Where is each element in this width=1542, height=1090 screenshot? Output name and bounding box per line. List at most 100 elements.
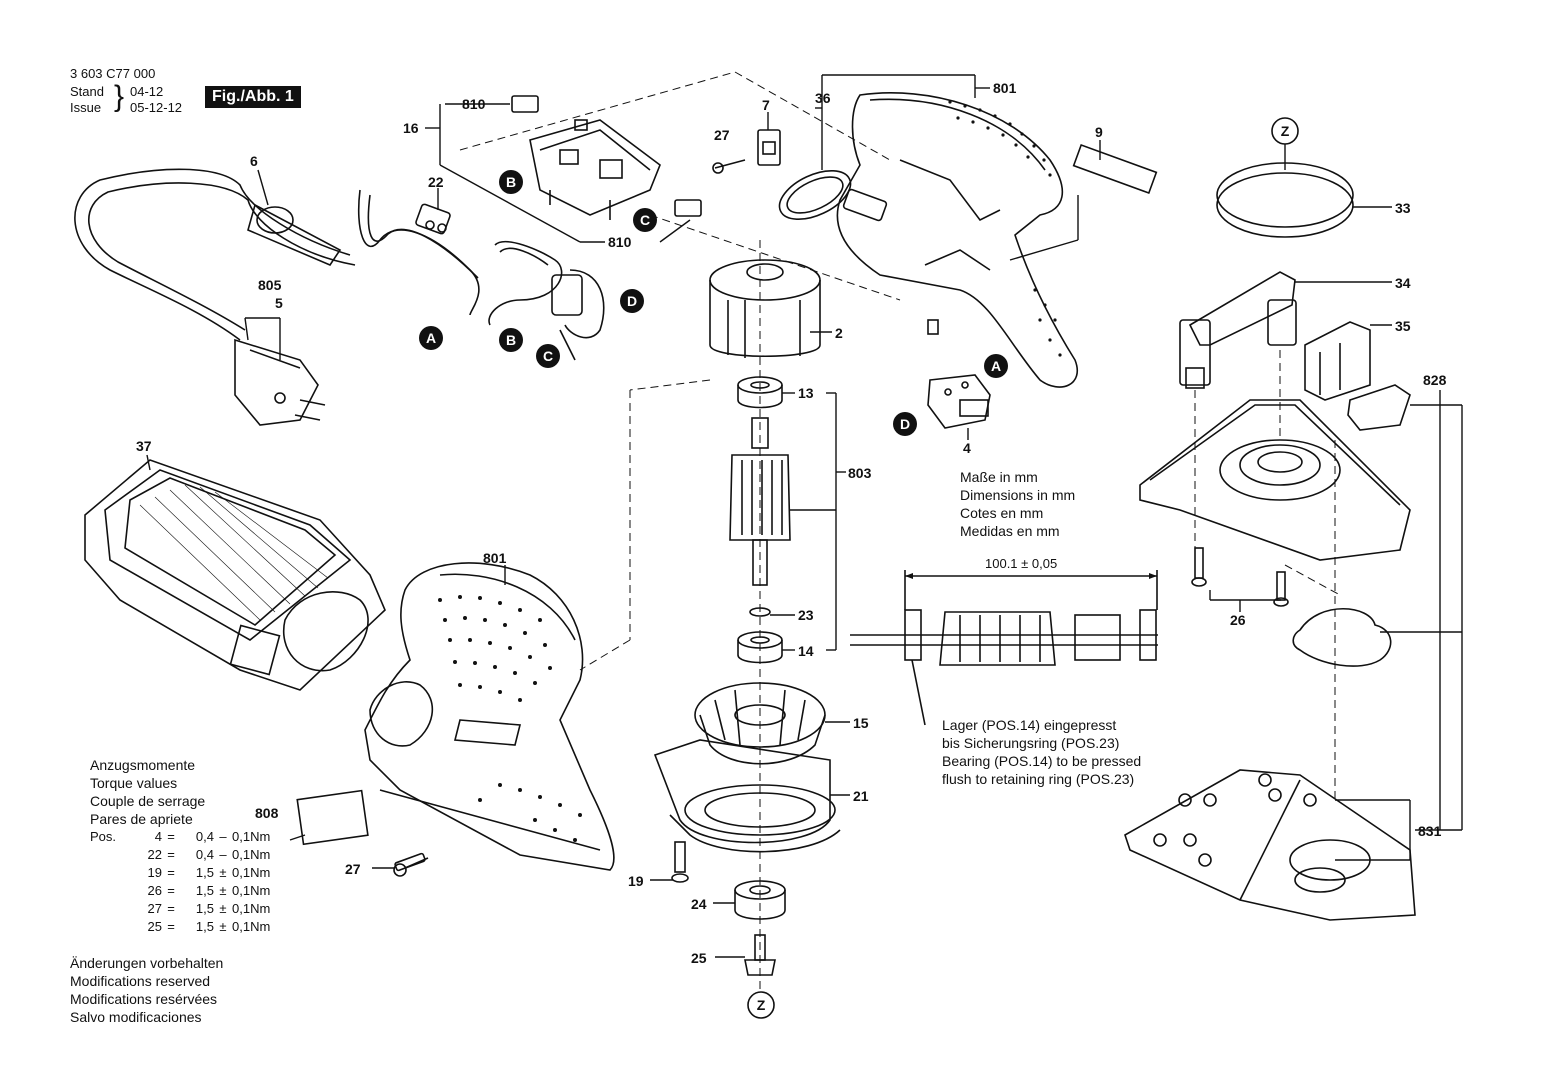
motor-field-2 <box>709 259 821 358</box>
modifications-line: Modifications resérvées <box>70 991 218 1007</box>
torque-pos: 25 <box>147 919 162 934</box>
part-label-803: 803 <box>848 465 872 481</box>
dimensions-line: Dimensions in mm <box>960 487 1076 503</box>
bearing-note-line: bis Sicherungsring (POS.23) <box>942 735 1120 751</box>
torque-pos: 19 <box>147 865 162 880</box>
connector-z-top: Z <box>1281 123 1290 139</box>
dimension-arrows <box>905 573 1157 579</box>
connector-b-lower: B <box>506 332 516 348</box>
pos-label: Pos. <box>90 829 117 844</box>
base-plate <box>1139 399 1411 561</box>
part-label-13: 13 <box>798 385 814 401</box>
torque-heading: Torque values <box>90 775 178 791</box>
screw-19 <box>671 841 689 883</box>
part-label-25: 25 <box>691 950 707 966</box>
torque-eq: = <box>167 865 175 880</box>
torque-row: 27 = 1,5 ± 0,1Nm <box>90 900 292 918</box>
power-cord <box>74 168 356 426</box>
dimensions-note: Maße in mm Dimensions in mm Cotes en mm … <box>960 468 1075 540</box>
part-label-810-top: 810 <box>462 96 486 112</box>
sanding-pad-831 <box>1124 769 1416 921</box>
part-label-831: 831 <box>1418 823 1442 839</box>
fan-housing-21 <box>653 739 841 853</box>
torque-sign: ± <box>219 883 227 898</box>
torque-tol: 0,1Nm <box>232 847 271 862</box>
part-label-21: 21 <box>853 788 869 804</box>
part-label-15: 15 <box>853 715 869 731</box>
part-label-7: 7 <box>762 97 770 113</box>
torque-heading: Anzugsmomente <box>90 757 196 773</box>
part-label-801-bottom: 801 <box>483 550 507 566</box>
fan-15 <box>694 682 826 765</box>
connector-a-right: A <box>991 358 1001 374</box>
part-label-808: 808 <box>255 805 279 821</box>
connector-c-upper: C <box>640 212 650 228</box>
armature-803 <box>729 417 791 586</box>
torque-eq: = <box>167 847 175 862</box>
torque-val: 1,5 <box>195 883 214 898</box>
part-label-6: 6 <box>250 153 258 169</box>
bearing-14 <box>737 631 783 664</box>
connector-d-lower: D <box>900 416 910 432</box>
torque-sign: ± <box>219 919 227 934</box>
label-plate-9 <box>1072 143 1158 195</box>
part-label-37: 37 <box>136 438 152 454</box>
connector-z-bottom: Z <box>757 997 766 1013</box>
torque-sign: ± <box>219 901 227 916</box>
torque-row: Pos. 4 = 0,4 – 0,1Nm <box>90 828 292 846</box>
bearing-note-line: flush to retaining ring (POS.23) <box>942 771 1135 787</box>
dimensions-line: Cotes en mm <box>960 505 1044 521</box>
part-label-9: 9 <box>1095 124 1103 140</box>
dimensions-line: Maße in mm <box>960 469 1038 485</box>
torque-row: 26 = 1,5 ± 0,1Nm <box>90 882 292 900</box>
torque-val: 1,5 <box>195 919 214 934</box>
bearing-13 <box>737 376 783 409</box>
modifications-line: Modifications reserved <box>70 973 211 989</box>
torque-eq: = <box>167 901 175 916</box>
torque-tol: 0,1Nm <box>232 919 271 934</box>
torque-heading: Couple de serrage <box>90 793 206 809</box>
part-label-36: 36 <box>815 90 831 106</box>
vent-dots-bottom <box>438 595 582 842</box>
part-label-810-bottom: 810 <box>608 234 632 250</box>
part-label-805: 805 <box>258 277 282 293</box>
terminal-block-22 <box>357 189 480 316</box>
housing-half-bottom <box>296 562 615 872</box>
modifications-line: Salvo modificaciones <box>70 1009 202 1025</box>
torque-row: 22 = 0,4 – 0,1Nm <box>90 846 292 864</box>
armature-section-detail <box>850 570 1158 726</box>
brush-holder-4 <box>927 319 991 429</box>
modifications-note: Änderungen vorbehalten Modifications res… <box>70 954 223 1026</box>
gasket <box>1292 608 1392 667</box>
torque-row: 19 = 1,5 ± 0,1Nm <box>90 864 292 882</box>
figure-label: Fig./Abb. 1 <box>205 86 301 108</box>
torque-pos: 22 <box>147 847 162 862</box>
torque-tol: 0,1Nm <box>232 829 271 844</box>
torque-eq: = <box>167 919 175 934</box>
torque-table: Pos. 4 = 0,4 – 0,1Nm 22 = 0,4 – 0,1Nm 19… <box>90 828 292 936</box>
vent-dots-top <box>948 100 1062 357</box>
connector-markers <box>419 170 1008 436</box>
issue-label: Issue <box>70 100 102 115</box>
bracket-34 <box>1179 271 1297 389</box>
part-label-22: 22 <box>428 174 444 190</box>
ring-33 <box>1216 162 1354 238</box>
bearing-note: Lager (POS.14) eingepresst bis Sicherung… <box>942 716 1141 788</box>
part-35 <box>1304 321 1371 401</box>
part-label-26: 26 <box>1230 612 1246 628</box>
torque-eq: = <box>167 829 175 844</box>
torque-val: 1,5 <box>195 901 214 916</box>
dimension-value: 100.1 ± 0,05 <box>985 556 1057 571</box>
part-label-16: 16 <box>403 120 419 136</box>
part-label-23: 23 <box>798 607 814 623</box>
bearing-note-line: Bearing (POS.14) to be pressed <box>942 753 1142 769</box>
part-label-35: 35 <box>1395 318 1411 334</box>
torque-tol: 0,1Nm <box>232 901 271 916</box>
connector-b-upper: B <box>506 174 516 190</box>
part-label-27-top: 27 <box>714 127 730 143</box>
dust-box-37 <box>84 459 386 691</box>
screws-26 <box>1191 547 1289 607</box>
torque-tol: 0,1Nm <box>232 883 271 898</box>
part-label-4: 4 <box>963 440 971 456</box>
torque-sign: ± <box>219 865 227 880</box>
